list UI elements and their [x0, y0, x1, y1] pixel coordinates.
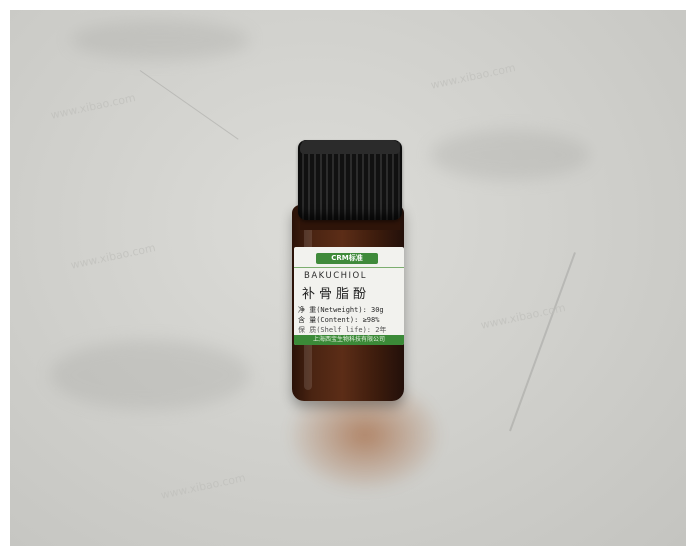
surface-crack [509, 252, 576, 432]
content-purity: 含 量(Content): ≥98% [298, 316, 380, 324]
surface-smudge [50, 340, 250, 410]
surface-crack [139, 70, 239, 140]
bottle-label: CRM标准 BAKUCHIOL 补骨脂酚 净 重(Netweight): 30g… [294, 247, 404, 345]
cap-top [300, 140, 400, 154]
surface-smudge [70, 20, 250, 60]
watermark-text: www.xibao.com [49, 91, 137, 122]
watermark-text: www.xibao.com [479, 301, 567, 332]
surface-smudge [430, 130, 590, 180]
watermark-text: www.xibao.com [159, 471, 247, 502]
shelf-life: 保 质(Shelf life): 2年 [298, 326, 387, 334]
manufacturer-band: 上海西宝生物科技有限公司 [294, 335, 404, 345]
bottle-neck [300, 218, 400, 230]
net-weight: 净 重(Netweight): 30g [298, 306, 384, 314]
product-english-name: BAKUCHIOL [304, 271, 367, 281]
watermark-text: www.xibao.com [69, 241, 157, 272]
product-chinese-name: 补骨脂酚 [302, 287, 371, 302]
label-divider [294, 267, 404, 268]
brand-badge: CRM标准 [316, 253, 378, 264]
watermark-text: www.xibao.com [429, 61, 517, 92]
